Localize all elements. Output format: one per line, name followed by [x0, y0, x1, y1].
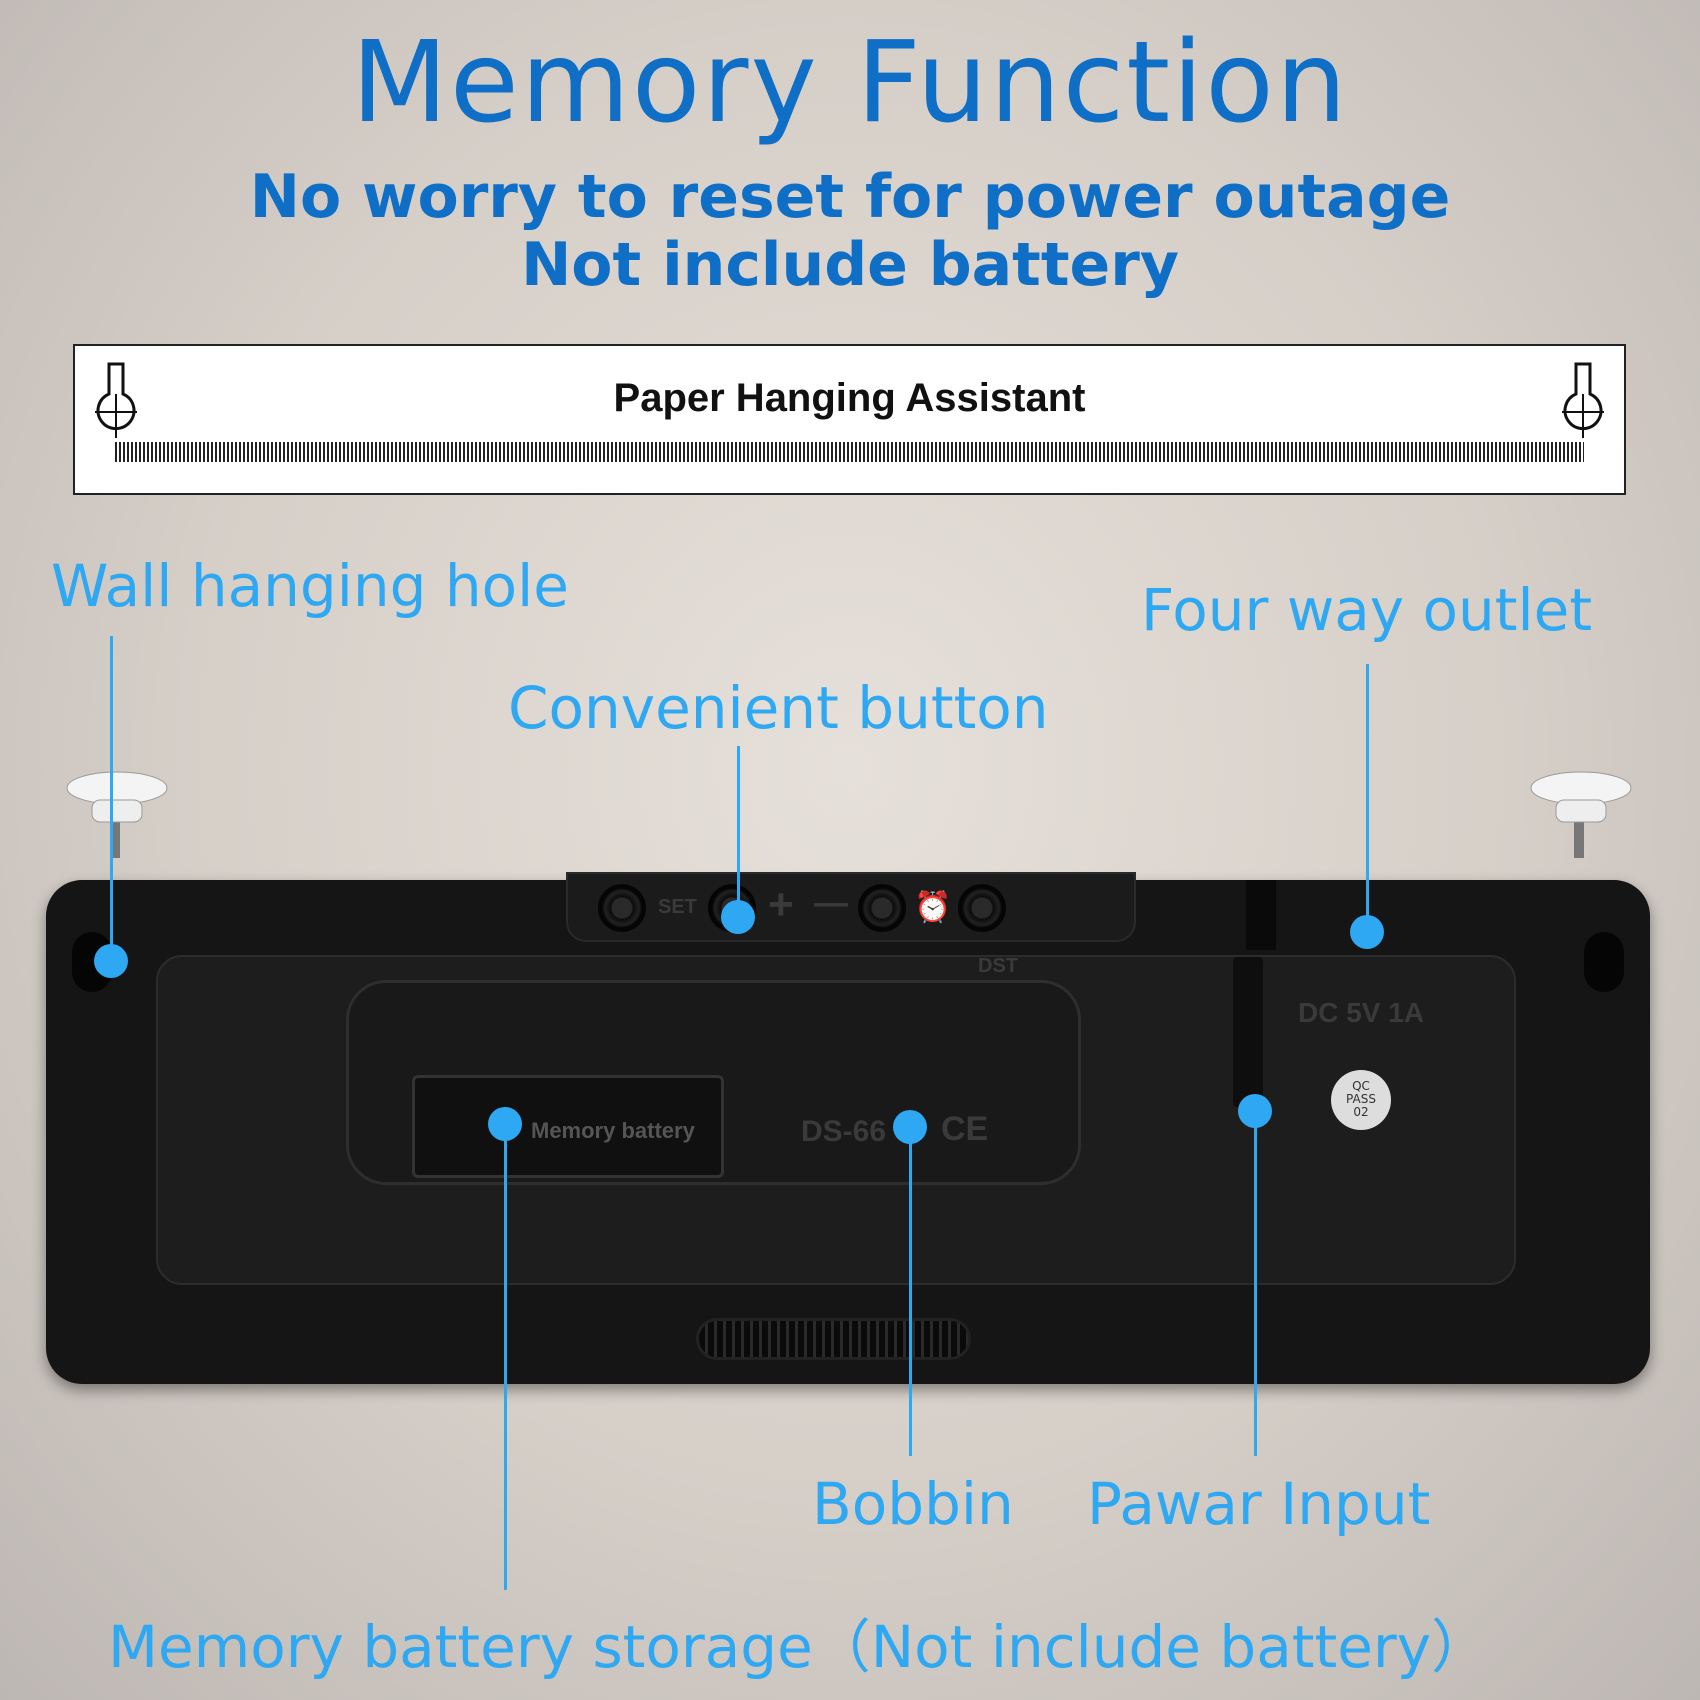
set-label: SET	[658, 896, 697, 918]
wall-hole-right	[1584, 932, 1624, 992]
mode-button[interactable]	[598, 884, 646, 932]
ce-mark: CE	[941, 1110, 989, 1148]
speaker-vent	[696, 1318, 971, 1360]
ruler-marks	[115, 442, 1584, 462]
callout-dot	[488, 1107, 522, 1141]
button-strip: SET + — ⏰	[566, 872, 1136, 942]
power-rating: DC 5V 1A	[1298, 997, 1425, 1028]
label-bobbin: Bobbin	[812, 1470, 1014, 1538]
qc-number: 02	[1353, 1105, 1369, 1119]
paper-hanging-template: Paper Hanging Assistant	[73, 344, 1626, 495]
minus-button[interactable]	[858, 884, 906, 932]
callout-line	[1366, 664, 1369, 932]
label-wall-hanging-hole: Wall hanging hole	[51, 552, 569, 620]
callout-dot	[721, 900, 755, 934]
alarm-icon: ⏰	[914, 891, 952, 924]
callout-line	[504, 1124, 507, 1590]
alarm-button[interactable]	[958, 884, 1006, 932]
cable-channel	[1233, 957, 1263, 1107]
label-convenient-button: Convenient button	[508, 674, 1049, 742]
callout-dot	[1238, 1094, 1272, 1128]
label-four-way-outlet: Four way outlet	[1141, 576, 1593, 644]
paper-title: Paper Hanging Assistant	[613, 376, 1086, 420]
minus-label: —	[814, 884, 848, 922]
callout-dot	[94, 944, 128, 978]
keyhole-icon	[95, 362, 137, 438]
dst-label: DST	[978, 955, 1018, 977]
page-title: Memory Function	[351, 18, 1349, 148]
callout-line	[909, 1127, 912, 1456]
model-number: DS-66	[801, 1115, 887, 1148]
label-memory-battery-storage: Memory battery storage（Not include batte…	[108, 1613, 1490, 1681]
callout-dot	[1350, 915, 1384, 949]
outlet-slot	[1246, 880, 1276, 950]
qc-label: QC	[1352, 1079, 1370, 1093]
label-power-input: Pawar Input	[1087, 1470, 1431, 1538]
wall-hook-right	[1530, 771, 1632, 858]
callout-line	[110, 636, 113, 961]
pass-label: PASS	[1346, 1092, 1376, 1106]
wall-hook-left	[66, 771, 168, 858]
subtitle-power-outage: No worry to reset for power outage	[249, 162, 1451, 232]
subtitle-battery: Not include battery	[521, 230, 1179, 300]
battery-compartment[interactable]: Memory battery	[412, 1075, 724, 1178]
clock-back-panel: SET + — ⏰ DST DC 5V 1A Memory battery DS…	[46, 872, 1650, 1384]
plus-label: +	[768, 880, 794, 929]
callout-line	[737, 746, 740, 917]
callout-dot	[893, 1110, 927, 1144]
keyhole-icon	[1562, 362, 1604, 438]
callout-line	[1254, 1111, 1257, 1456]
